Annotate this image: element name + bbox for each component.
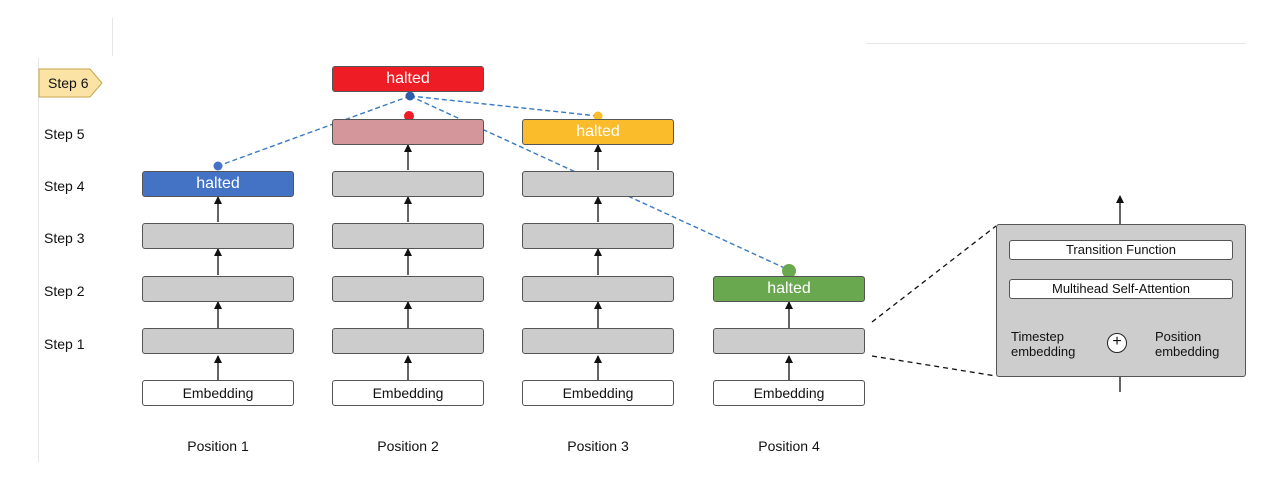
multihead-attention-box: Multihead Self-Attention: [1009, 279, 1233, 299]
state-box-position-1-step-2: [142, 276, 294, 302]
state-box-position-2-step-3: [332, 223, 484, 249]
step-label-4: Step 4: [44, 178, 85, 194]
current-step-label: Step 6: [48, 75, 89, 91]
frame-line-top-left: [112, 18, 113, 56]
halted-box-position-4: halted: [713, 276, 865, 302]
current-step-tag: Step 6: [38, 68, 104, 98]
state-box-position-1-step-1: [142, 328, 294, 354]
position-embedding-line2: embedding: [1155, 344, 1220, 359]
state-box-position-2-step-4: [332, 171, 484, 197]
position-embedding-line1: Position: [1155, 329, 1202, 344]
timestep-embedding-label: Timestep embedding: [1011, 329, 1075, 359]
state-box-position-3-step-4: [522, 171, 674, 197]
embedding-box-position-3: Embedding: [522, 380, 674, 406]
halt-dot-position-4: [782, 264, 796, 278]
embedding-box-position-1: Embedding: [142, 380, 294, 406]
halted-box-position-3: halted: [522, 119, 674, 145]
step-label-3: Step 3: [44, 230, 85, 246]
transition-function-box: Transition Function: [1009, 240, 1233, 260]
halted-box-position-1: halted: [142, 171, 294, 197]
position-label-4: Position 4: [758, 438, 820, 454]
step-label-2: Step 2: [44, 283, 85, 299]
state-box-position-2-step-5: [332, 119, 484, 145]
step-tag-shape: [38, 68, 103, 98]
position-embedding-label: Position embedding: [1155, 329, 1219, 359]
state-box-position-4-step-1: [713, 328, 865, 354]
step-label-1: Step 1: [44, 336, 85, 352]
frame-line-top-right: [866, 43, 1246, 44]
state-box-position-3-step-1: [522, 328, 674, 354]
position-label-1: Position 1: [187, 438, 249, 454]
embedding-box-position-2: Embedding: [332, 380, 484, 406]
frame-line-left: [38, 58, 39, 462]
add-operator-icon: +: [1107, 333, 1127, 353]
timestep-embedding-line1: Timestep: [1011, 329, 1064, 344]
halt-dot-position-3: [593, 111, 603, 121]
transition-detail-panel: Transition Function Multihead Self-Atten…: [996, 224, 1246, 377]
step-label-5: Step 5: [44, 126, 85, 142]
halt-dot-position-1: [213, 161, 223, 171]
halt-dot-position-2: [404, 111, 414, 121]
halted-box-position-2: halted: [332, 66, 484, 92]
state-box-position-2-step-1: [332, 328, 484, 354]
state-box-position-3-step-3: [522, 223, 674, 249]
state-box-position-2-step-2: [332, 276, 484, 302]
position-label-3: Position 3: [567, 438, 629, 454]
halt-dot-step-6: [405, 91, 415, 101]
state-box-position-3-step-2: [522, 276, 674, 302]
timestep-embedding-line2: embedding: [1011, 344, 1076, 359]
state-box-position-1-step-3: [142, 223, 294, 249]
position-label-2: Position 2: [377, 438, 439, 454]
embedding-box-position-4: Embedding: [713, 380, 865, 406]
